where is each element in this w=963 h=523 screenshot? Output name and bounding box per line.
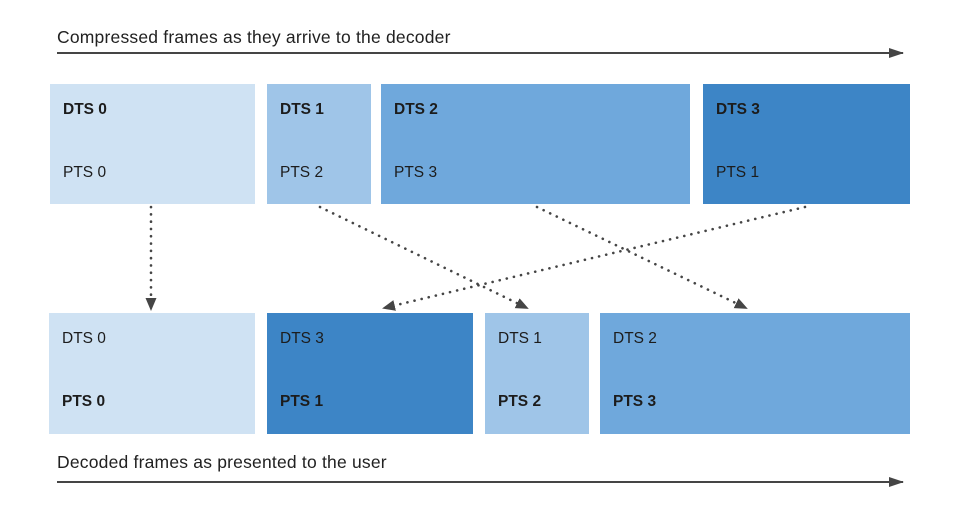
dts-label: DTS 2 <box>394 101 438 118</box>
pts-label: PTS 3 <box>394 164 438 181</box>
compressed-frames-label: Compressed frames as they arrive to the … <box>57 27 451 47</box>
compressed-frame-dts1: DTS 1 PTS 2 <box>267 84 371 204</box>
dts-label: DTS 3 <box>716 101 760 118</box>
pts-label: PTS 2 <box>280 164 324 181</box>
decoded-frame-dts2: DTS 2 PTS 3 <box>600 313 910 434</box>
compressed-frame-dts0: DTS 0 PTS 0 <box>50 84 255 204</box>
pts-label: PTS 1 <box>716 164 760 181</box>
dts-label: DTS 1 <box>280 101 324 118</box>
decoded-frames-label: Decoded frames as presented to the user <box>57 452 387 472</box>
dts-label: DTS 1 <box>498 330 542 347</box>
pts-label: PTS 0 <box>62 393 106 410</box>
connection-dts2-to-pts3 <box>535 205 748 310</box>
pts-label: PTS 2 <box>498 393 542 410</box>
compressed-frame-dts3: DTS 3 PTS 1 <box>703 84 910 204</box>
dts-label: DTS 0 <box>63 101 107 118</box>
pts-label: PTS 1 <box>280 393 324 410</box>
dts-label: DTS 0 <box>62 330 106 347</box>
dts-label: DTS 3 <box>280 330 324 347</box>
decoded-frame-dts1: DTS 1 PTS 2 <box>485 313 589 434</box>
pts-label: PTS 0 <box>63 164 107 181</box>
decoded-frame-dts3: DTS 3 PTS 1 <box>267 313 473 434</box>
pts-label: PTS 3 <box>613 393 657 410</box>
decoded-frame-dts0: DTS 0 PTS 0 <box>49 313 255 434</box>
compressed-frame-dts2: DTS 2 PTS 3 <box>381 84 690 204</box>
connection-dts1-to-pts2 <box>318 205 529 310</box>
dts-label: DTS 2 <box>613 330 657 347</box>
connection-dts3-to-pts1 <box>382 205 807 311</box>
